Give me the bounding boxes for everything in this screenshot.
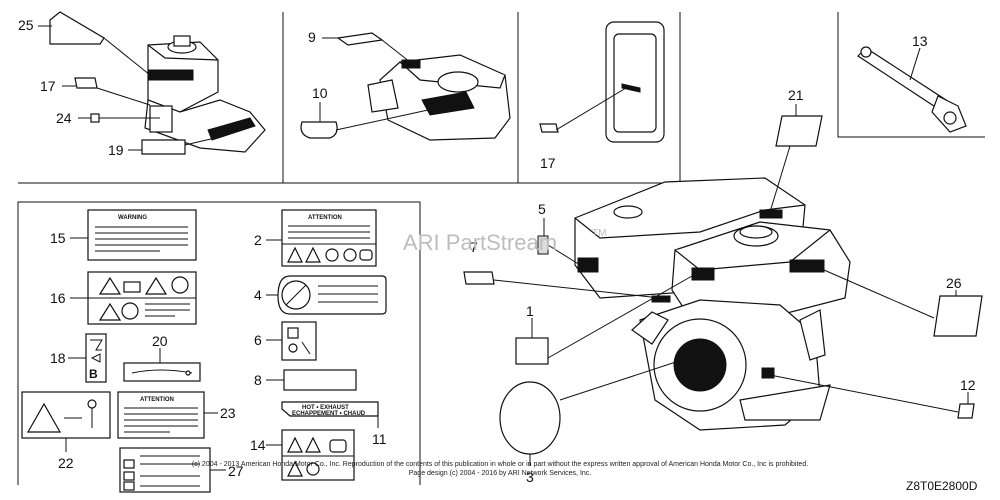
- leader-lines-aircleaner: [319, 37, 429, 131]
- leader-17-right: [555, 87, 627, 131]
- decal-12-part: [957, 403, 975, 419]
- panel-frames: [17, 12, 985, 485]
- callout-12: 12: [960, 377, 976, 393]
- callout-9: 9: [308, 29, 316, 45]
- spark-plug-wrench-illustration: [857, 46, 967, 133]
- callout-8: 8: [254, 372, 262, 388]
- label-23-attention: ATTENTION: [117, 391, 205, 439]
- callout-14: 14: [250, 437, 266, 453]
- engine-illustration: [574, 177, 851, 431]
- leader-lines-engine: [493, 104, 969, 466]
- air-cleaner-illustration: [367, 54, 511, 141]
- leader-13: [909, 47, 921, 81]
- label-8: [283, 369, 357, 391]
- callout-27: 27: [228, 463, 244, 479]
- callout-23: 23: [220, 405, 236, 421]
- label-18-choke: B: [85, 333, 107, 383]
- decal-26-part: [933, 295, 983, 337]
- decal-25-part: [49, 11, 105, 45]
- element-cover-illustration: [605, 21, 665, 143]
- leader-lines-topleft: [38, 25, 216, 151]
- label-14: [281, 429, 355, 481]
- page-design-line: Page design (c) 2004 - 2016 by ARI Netwo…: [409, 470, 592, 477]
- callout-3: 3: [526, 469, 534, 485]
- callout-5: 5: [538, 201, 546, 217]
- decal-3-part: [499, 381, 561, 455]
- label-2-attention: ATTENTION: [281, 209, 377, 267]
- label-4-fire: [277, 275, 387, 315]
- callout-13: 13: [912, 33, 928, 49]
- callout-15: 15: [50, 230, 66, 246]
- callout-18: 18: [50, 350, 66, 366]
- callout-17-top: 17: [40, 78, 56, 94]
- callout-7: 7: [470, 239, 478, 255]
- decal-9-part: [336, 32, 384, 46]
- callout-10: 10: [312, 85, 328, 101]
- callout-17-right: 17: [540, 155, 556, 171]
- label-11-hot-exhaust: HOT • EXHAUST ECHAPPEMENT • CHAUD: [281, 401, 379, 417]
- label-20-throttle: [123, 362, 201, 382]
- callout-21: 21: [788, 87, 804, 103]
- callout-25: 25: [18, 17, 34, 33]
- callout-24: 24: [56, 110, 72, 126]
- callout-6: 6: [254, 332, 262, 348]
- label-15-warning: WARNING: [87, 209, 197, 261]
- callout-1: 1: [526, 303, 534, 319]
- label-16-pictograms: [87, 271, 197, 325]
- callout-11: 11: [372, 431, 387, 447]
- callout-22: 22: [58, 455, 74, 471]
- copyright-line: (c) 2004 - 2013 American Honda Motor Co.…: [192, 461, 808, 468]
- decal-1-part: [515, 337, 549, 365]
- decal-21-part: [775, 115, 823, 147]
- decal-17-top-part: [74, 77, 98, 89]
- decal-7-part: [463, 271, 495, 285]
- svg-text:B: B: [89, 367, 98, 381]
- decal-19-part: [141, 139, 186, 155]
- label-22-clearance: [21, 391, 111, 439]
- label-27: [119, 447, 211, 493]
- warning-label-text: WARNING: [118, 215, 147, 221]
- attention2-label-text: ATTENTION: [308, 215, 342, 221]
- decal-24-part: [90, 113, 100, 123]
- callout-4: 4: [254, 287, 262, 303]
- callout-20: 20: [152, 333, 168, 349]
- callout-19: 19: [108, 142, 124, 158]
- hot-line1-text: HOT • EXHAUST: [302, 405, 349, 411]
- watermark-tm: TM: [592, 228, 606, 239]
- callout-26: 26: [946, 275, 962, 291]
- callout-16: 16: [50, 290, 66, 306]
- label-6: [281, 321, 317, 361]
- hot-line2-text: ECHAPPEMENT • CHAUD: [292, 411, 366, 417]
- fuel-tank-illustration: [144, 35, 266, 153]
- attention23-label-text: ATTENTION: [140, 397, 174, 403]
- watermark: ARI PartStream: [403, 230, 557, 255]
- callout-2: 2: [254, 232, 262, 248]
- decal-10-part: [300, 121, 338, 139]
- diagram-code: Z8T0E2800D: [906, 479, 978, 493]
- decal-17-right-part: [539, 123, 559, 133]
